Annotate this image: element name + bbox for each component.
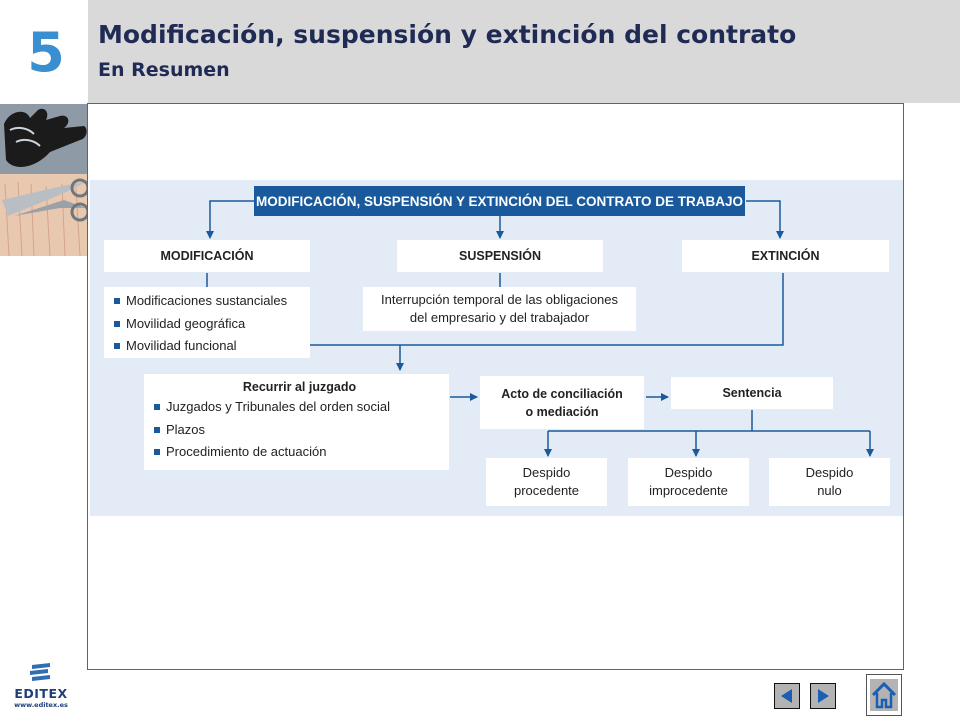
- suspension-line-2: del empresario y del trabajador: [409, 310, 590, 325]
- conciliacion-line-2: o mediación: [525, 404, 599, 419]
- sentencia-box: Sentencia: [671, 377, 833, 409]
- juzgado-title: Recurrir al juzgado: [242, 380, 357, 394]
- modificacion-detail-box: Modificaciones sustanciales Movilidad ge…: [104, 287, 310, 358]
- logo-text: EDITEX: [14, 686, 68, 701]
- suspension-line-1: Interrupción temporal de las obligacione…: [380, 292, 619, 307]
- conciliacion-line-1: Acto de conciliación: [501, 386, 623, 401]
- outcome-line-2: improcedente: [649, 483, 728, 498]
- page-subtitle: En Resumen: [98, 59, 230, 81]
- content-frame: MODIFICACIÓN, SUSPENSIÓN Y EXTINCIÓN DEL…: [87, 103, 904, 670]
- triangle-right-icon: [818, 689, 829, 703]
- suspension-header: SUSPENSIÓN: [397, 240, 603, 272]
- outcome-line-1: Despido: [522, 465, 571, 480]
- outcome-improcedente-box: Despido improcedente: [628, 458, 749, 506]
- list-item: Juzgados y Tribunales del orden social: [150, 396, 449, 419]
- list-item: Modificaciones sustanciales: [110, 290, 310, 313]
- list-item: Movilidad geográfica: [110, 313, 310, 336]
- list-item: Movilidad funcional: [110, 335, 310, 358]
- list-item: Plazos: [150, 419, 449, 442]
- home-button[interactable]: [866, 674, 902, 716]
- previous-button[interactable]: [774, 683, 800, 709]
- modificacion-list: Modificaciones sustanciales Movilidad ge…: [110, 290, 310, 358]
- logo-url: www.editex.es: [14, 701, 68, 709]
- outcome-line-1: Despido: [805, 465, 854, 480]
- conciliacion-box: Acto de conciliación o mediación: [480, 376, 644, 429]
- suspension-detail-box: Interrupción temporal de las obligacione…: [363, 287, 636, 331]
- decorative-hands-scissors-image: [0, 104, 88, 256]
- outcome-line-2: nulo: [817, 483, 842, 498]
- outcome-procedente-box: Despido procedente: [486, 458, 607, 506]
- outcome-line-2: procedente: [513, 483, 580, 498]
- editex-logo-mark-icon: [30, 663, 50, 681]
- main-topic-box: MODIFICACIÓN, SUSPENSIÓN Y EXTINCIÓN DEL…: [254, 186, 745, 216]
- next-button[interactable]: [810, 683, 836, 709]
- house-icon: [870, 679, 898, 711]
- outcome-line-1: Despido: [664, 465, 713, 480]
- chapter-number: 5: [27, 21, 65, 84]
- outcome-nulo-box: Despido nulo: [769, 458, 890, 506]
- juzgado-box: Recurrir al juzgado Juzgados y Tribunale…: [144, 374, 449, 470]
- triangle-left-icon: [781, 689, 792, 703]
- page-title: Modificación, suspensión y extinción del…: [98, 20, 797, 49]
- modificacion-header: MODIFICACIÓN: [104, 240, 310, 272]
- header-bar: [88, 0, 960, 103]
- editex-logo: EDITEX www.editex.es: [10, 662, 72, 712]
- juzgado-list: Juzgados y Tribunales del orden social P…: [150, 396, 449, 464]
- extincion-header: EXTINCIÓN: [682, 240, 889, 272]
- list-item: Procedimiento de actuación: [150, 441, 449, 464]
